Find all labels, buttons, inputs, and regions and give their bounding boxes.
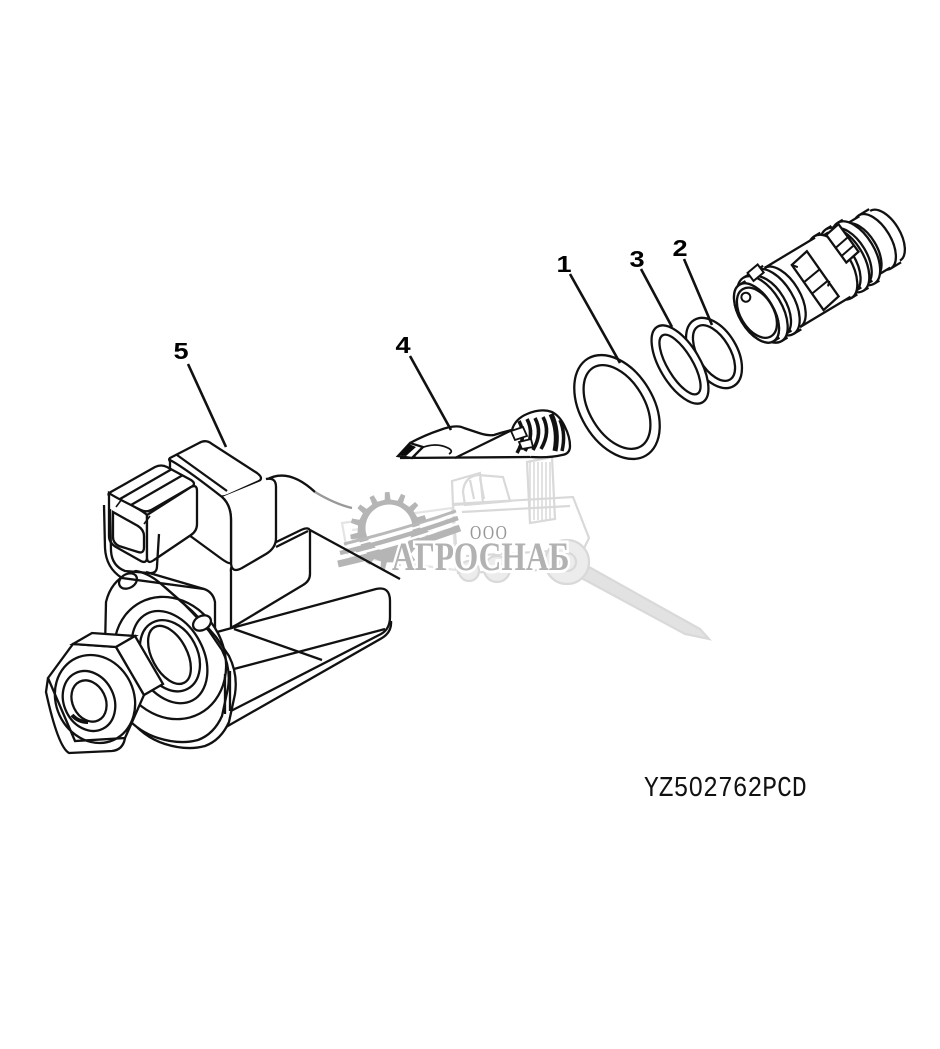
svg-text:3: 3 (629, 247, 644, 273)
svg-text:2: 2 (672, 236, 687, 262)
svg-text:5: 5 (173, 339, 188, 365)
svg-text:1: 1 (556, 252, 571, 278)
svg-text:ООО: ООО (470, 521, 508, 543)
svg-text:АГРОСНАБ: АГРОСНАБ (392, 534, 569, 578)
svg-text:YZ502762PCD: YZ502762PCD (644, 773, 807, 805)
svg-text:4: 4 (395, 333, 410, 359)
